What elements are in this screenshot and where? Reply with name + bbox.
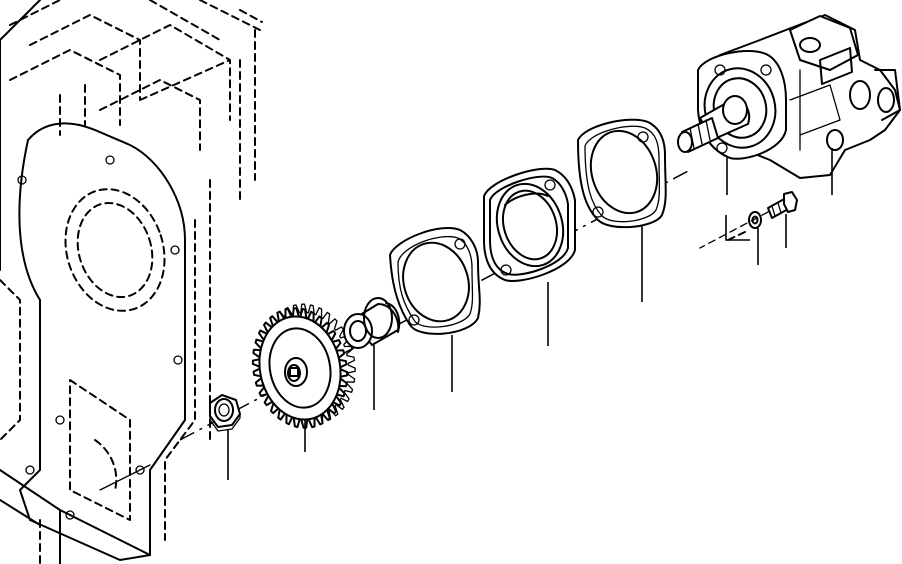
leader-bracket	[725, 215, 750, 241]
sleeve-icon	[343, 297, 401, 349]
hydraulic-pump-icon	[677, 14, 901, 179]
gasket-icon	[577, 118, 667, 229]
flange-icon	[483, 167, 576, 282]
pump-shaft	[677, 95, 751, 153]
callout-leaders	[227, 148, 833, 480]
spur-gear-icon	[251, 303, 356, 429]
gasket-icon	[389, 227, 481, 335]
housing-center-mark	[99, 464, 151, 491]
washer-icon	[727, 211, 762, 241]
engine-front-housing	[0, 0, 263, 564]
bolt-icon	[767, 191, 798, 219]
hex-nut-icon	[209, 394, 241, 432]
screw-axis	[699, 211, 769, 249]
